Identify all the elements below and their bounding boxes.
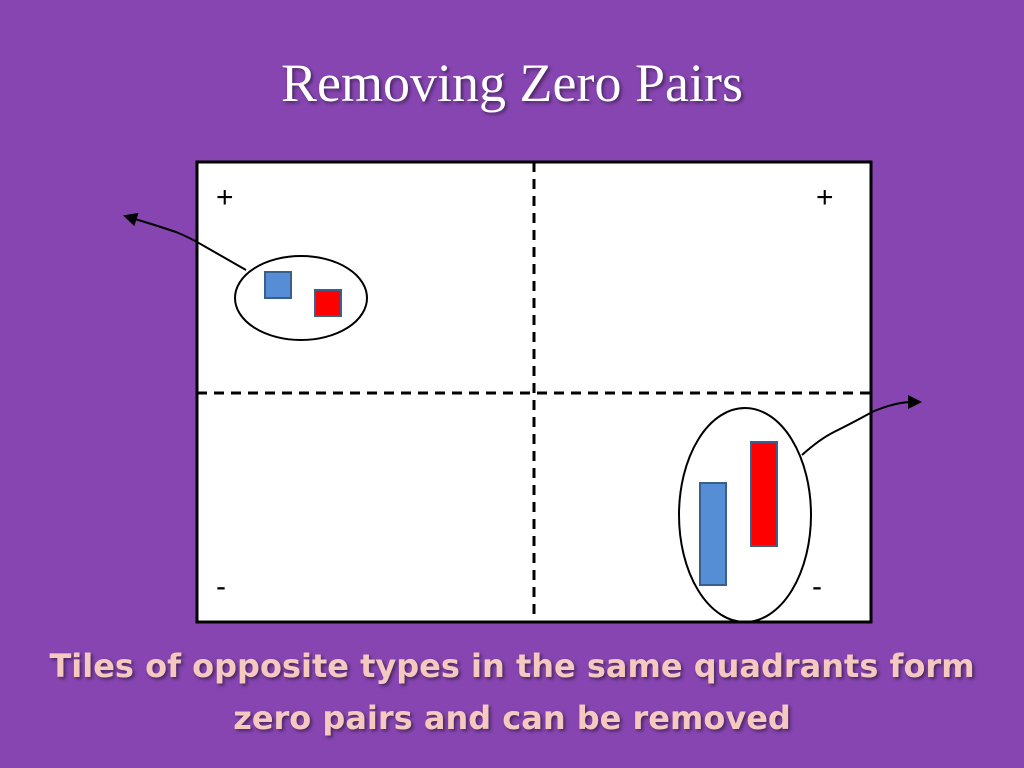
caption: Tiles of opposite types in the same quad… (0, 640, 1024, 744)
remove-arrow-right (801, 395, 922, 456)
sign-bottom-right: - (812, 570, 822, 603)
caption-line-2: zero pairs and can be removed (233, 699, 791, 737)
long-positive-tile (699, 482, 727, 586)
sign-bottom-left: - (216, 570, 226, 603)
caption-line-1: Tiles of opposite types in the same quad… (49, 647, 975, 685)
small-negative-tile (314, 289, 342, 317)
remove-arrow-left (123, 212, 247, 271)
zero-pair-circle-top-left (234, 255, 368, 341)
sign-top-left: + (216, 181, 234, 214)
slide-title: Removing Zero Pairs (281, 53, 743, 113)
small-positive-tile (264, 271, 292, 299)
zero-pair-circle-bottom-right (678, 407, 812, 623)
long-negative-tile (750, 441, 778, 547)
sign-top-right: + (816, 181, 834, 214)
